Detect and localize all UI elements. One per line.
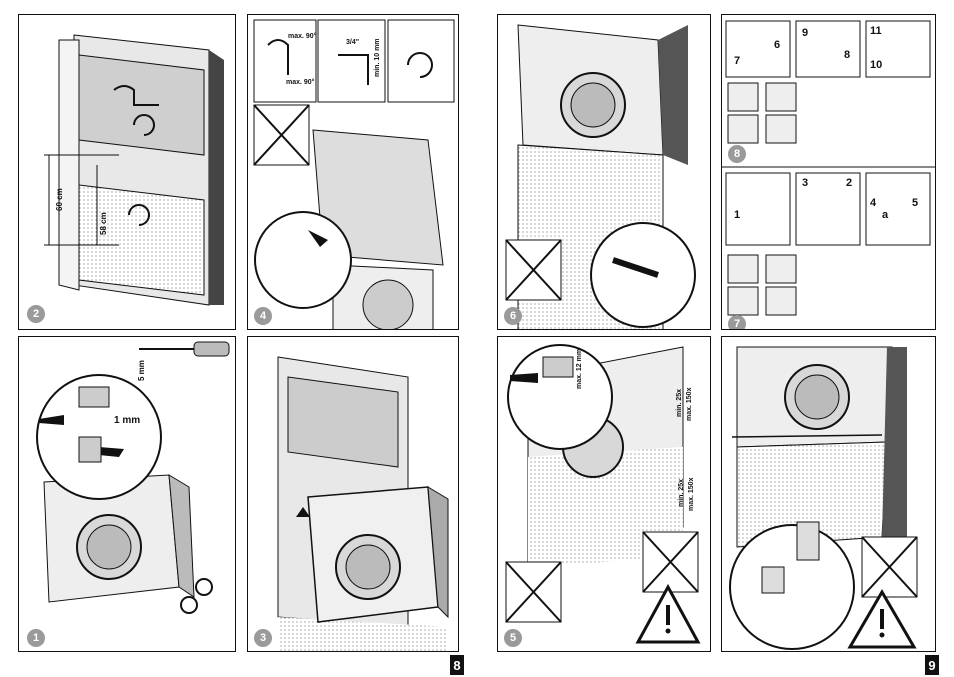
- panel-step-1: 5 mm 1 mm 1: [18, 336, 236, 652]
- fixing-bracket-illustration: [505, 24, 696, 329]
- hinge-adjustment-illustration: [722, 20, 935, 316]
- max-90-label-a: max. 90°: [288, 33, 317, 40]
- dimension-1mm-label: 1 mm: [114, 415, 141, 426]
- panel-step-5: max. 12 mm min. 25x max. 150x min. 25x m…: [497, 336, 711, 652]
- step-number-badge: 1: [27, 629, 45, 647]
- step-number-badge: 5: [504, 629, 522, 647]
- callout-a: a: [882, 209, 889, 221]
- thread-size-label: 3/4": [346, 39, 360, 46]
- panel-step-6: 6: [497, 14, 711, 330]
- callout-5: 5: [912, 197, 919, 209]
- panel-step-4: max. 90° max. 90° 3/4" min. 10 mm 4: [247, 14, 459, 330]
- panel-step-9: [721, 336, 936, 652]
- callout-10: 10: [870, 59, 883, 71]
- min-10mm-label: min. 10 mm: [374, 38, 381, 77]
- callout-8: 8: [844, 49, 851, 61]
- step-number-badge: 4: [254, 307, 272, 325]
- step-number-badge-7: 7: [728, 315, 746, 329]
- panel-step-3: 3: [247, 336, 459, 652]
- step-number-badge-8: 8: [728, 145, 746, 163]
- callout-6: 6: [774, 39, 781, 51]
- slide-in-machine-illustration: [277, 356, 449, 651]
- max-150x-label-a: max. 150x: [686, 387, 693, 421]
- kitchen-niche-illustration: [44, 34, 224, 306]
- callout-11: 11: [870, 25, 882, 37]
- door-alignment-illustration: [729, 346, 918, 650]
- max-12mm-label: max. 12 mm: [576, 348, 583, 389]
- hose-connection-illustration: [253, 19, 455, 329]
- callout-7: 7: [734, 55, 741, 67]
- max-150x-label-b: max. 150x: [688, 477, 695, 511]
- callout-3: 3: [802, 177, 809, 189]
- anchor-screw-illustration: [505, 344, 701, 644]
- panel-step-8-7: 7 6 9 8 11 10 8 1 3 2 4 a 5 7: [721, 14, 936, 330]
- callout-2: 2: [846, 177, 853, 189]
- callout-4: 4: [870, 197, 877, 209]
- step-number-badge: 3: [254, 629, 272, 647]
- min-25x-label-b: min. 25x: [678, 478, 685, 507]
- panel-step-2: 60 cm 58 cm 2: [18, 14, 236, 330]
- step-number-badge: 2: [27, 305, 45, 323]
- step-number-badge: 6: [504, 307, 522, 325]
- dimension-58cm-label: 58 cm: [99, 212, 108, 235]
- page-number-left: 8: [450, 655, 464, 675]
- callout-1: 1: [734, 209, 741, 221]
- dimension-60cm-label: 60 cm: [55, 188, 64, 211]
- callout-9: 9: [802, 27, 809, 39]
- page-number-right: 9: [925, 655, 939, 675]
- machine-leveling-illustration: [36, 341, 230, 614]
- min-25x-label-a: min. 25x: [676, 388, 683, 417]
- dimension-5mm-label: 5 mm: [137, 360, 146, 381]
- max-90-label-b: max. 90°: [286, 79, 315, 86]
